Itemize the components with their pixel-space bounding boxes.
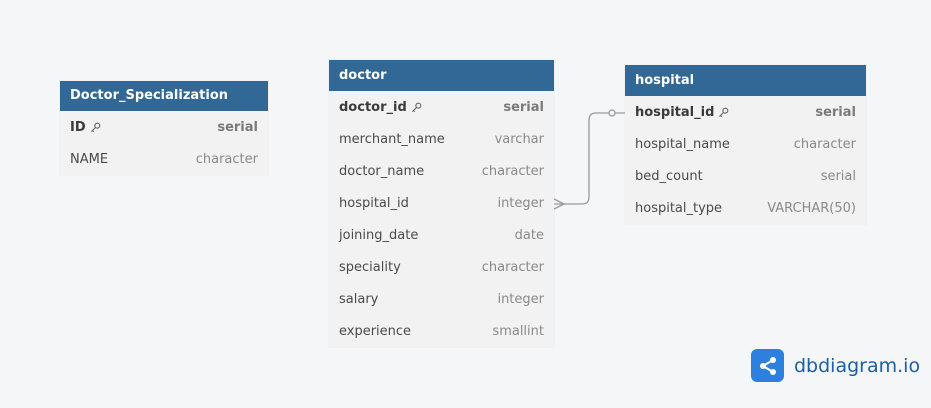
field-type: date [514,227,544,243]
field-row-experience[interactable]: experience smallint [329,315,554,347]
field-name: hospital_name [635,136,730,152]
table-title[interactable]: hospital [625,65,866,96]
field-type: serial [820,168,856,184]
field-name: NAME [70,151,109,167]
table-hospital[interactable]: hospital hospital_id serial hospital_nam… [625,65,866,224]
crows-foot-icon [553,198,565,210]
field-row-doctor-id[interactable]: doctor_id serial [329,91,554,123]
field-name: merchant_name [339,131,445,147]
field-name: joining_date [339,227,419,243]
field-name: experience [339,323,412,339]
field-name: hospital_id [339,195,409,211]
field-type: character [481,163,544,179]
field-type: VARCHAR(50) [767,200,856,216]
brand-label: dbdiagram.io [794,354,921,377]
field-row-name[interactable]: NAME character [60,143,268,175]
table-doctor[interactable]: doctor doctor_id serial merchant_name va… [329,60,554,347]
field-type: integer [497,291,544,307]
field-type: serial [217,119,258,135]
field-name: doctor_id [339,99,407,115]
field-type: smallint [492,323,544,339]
key-icon [90,122,101,133]
field-type: serial [503,99,544,115]
field-name: salary [339,291,379,307]
one-end-circle-icon [608,109,616,117]
field-row-hospital-id[interactable]: hospital_id serial [625,96,866,128]
key-icon [411,102,422,113]
field-row-salary[interactable]: salary integer [329,283,554,315]
field-row-speciality[interactable]: speciality character [329,251,554,283]
field-name: bed_count [635,168,703,184]
field-type: varchar [494,131,544,147]
field-row-doctor-name[interactable]: doctor_name character [329,155,554,187]
field-row-joining-date[interactable]: joining_date date [329,219,554,251]
field-type: character [481,259,544,275]
field-type: integer [497,195,544,211]
field-type: character [195,151,258,167]
field-row-hospital-name[interactable]: hospital_name character [625,128,866,160]
field-type: character [793,136,856,152]
dbdiagram-logo-icon [751,349,784,382]
field-name: doctor_name [339,163,425,179]
field-row-bed-count[interactable]: bed_count serial [625,160,866,192]
field-name: hospital_id [635,104,715,120]
field-name: ID [70,119,86,135]
field-row-hospital-type[interactable]: hospital_type VARCHAR(50) [625,192,866,224]
field-row-hospital-id[interactable]: hospital_id integer [329,187,554,219]
key-icon [718,107,729,118]
field-name: speciality [339,259,401,275]
table-title[interactable]: doctor [329,60,554,91]
field-type: serial [815,104,856,120]
dbdiagram-brand[interactable]: dbdiagram.io [751,349,920,382]
table-doctor-specialization[interactable]: Doctor_Specialization ID serial NAME cha… [60,81,268,175]
table-title[interactable]: Doctor_Specialization [60,81,268,111]
field-row-id[interactable]: ID serial [60,111,268,143]
field-name: hospital_type [635,200,723,216]
relationship-line [554,112,625,205]
field-row-merchant-name[interactable]: merchant_name varchar [329,123,554,155]
